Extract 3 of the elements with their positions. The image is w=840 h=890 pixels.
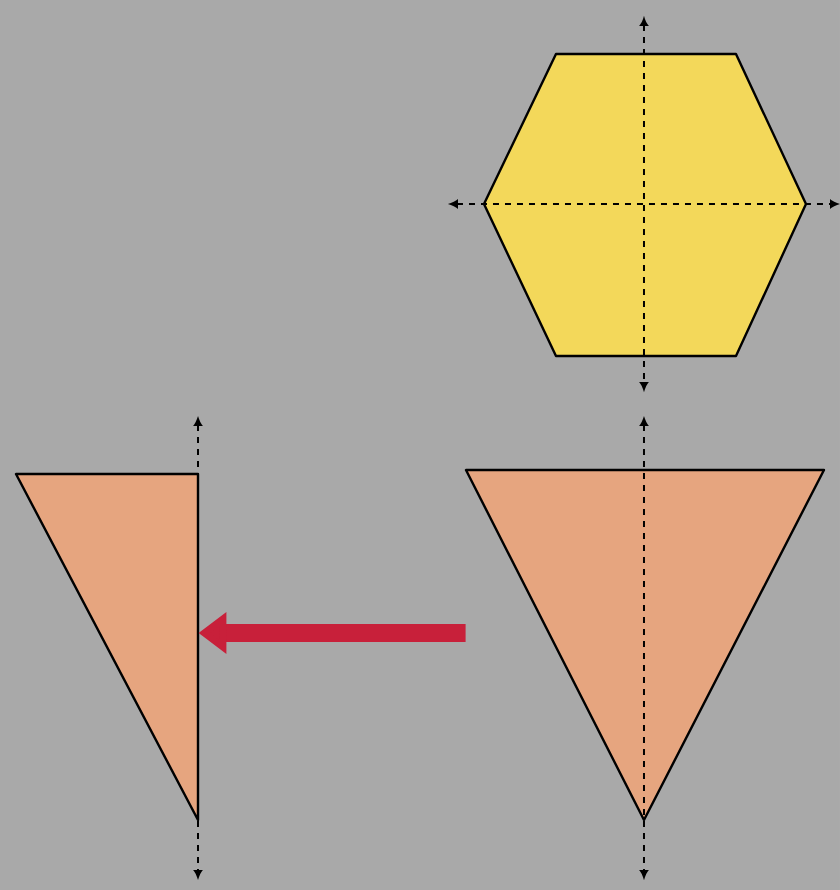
triangle-shape — [464, 468, 826, 822]
triangle-shape — [14, 472, 200, 822]
hexagon-shape — [482, 52, 808, 358]
